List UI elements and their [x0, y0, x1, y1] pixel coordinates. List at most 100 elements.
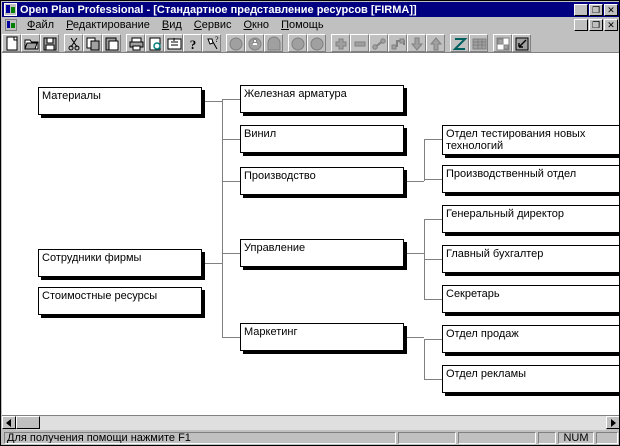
- menu-item-service-rest: ервис: [201, 19, 232, 31]
- cut-scissors-icon[interactable]: [64, 33, 83, 52]
- menu-item-edit[interactable]: Редактирование: [66, 19, 150, 31]
- close-button[interactable]: ✕: [604, 3, 618, 16]
- circle-node-icon[interactable]: [226, 33, 245, 52]
- scrollbar-track[interactable]: [16, 416, 606, 430]
- restore-button[interactable]: ❐: [589, 3, 603, 16]
- help-question-icon[interactable]: ?: [183, 33, 202, 52]
- print-preview-icon[interactable]: [145, 33, 164, 52]
- status-message: Для получения помощи нажмите F1: [4, 432, 396, 444]
- tree-connector: [404, 253, 424, 254]
- diagram-node-label: Стоимостные ресурсы: [42, 290, 158, 302]
- menu-item-view[interactable]: Вид: [161, 19, 182, 31]
- link-icon[interactable]: [369, 33, 388, 52]
- circle-resource-icon[interactable]: [245, 33, 264, 52]
- mdi-close-button[interactable]: ✕: [604, 19, 618, 31]
- window-title: Open Plan Professional - [Стандартное пр…: [20, 3, 417, 16]
- minus-remove-icon[interactable]: [350, 33, 369, 52]
- plus-add-icon[interactable]: [331, 33, 350, 52]
- mdi-minimize-button[interactable]: _: [574, 19, 588, 31]
- scroll-left-arrow-icon[interactable]: [2, 416, 16, 429]
- diagram-node[interactable]: Винил: [240, 125, 404, 153]
- status-pane-2: [458, 432, 536, 444]
- tree-connector: [424, 339, 425, 379]
- new-file-icon[interactable]: [2, 33, 21, 52]
- triangle-left-icon: [6, 419, 11, 427]
- diagram-node[interactable]: Главный бухгалтер: [442, 245, 619, 273]
- tree-connector: [424, 179, 442, 180]
- diagram-node-label: Производство: [244, 170, 316, 182]
- arrow-down-icon[interactable]: [407, 33, 426, 52]
- scrollbar-thumb[interactable]: [16, 416, 40, 429]
- menu-items: Файл Редактирование Вид Сервис Окно Помо…: [21, 18, 574, 32]
- grid-table-icon[interactable]: [469, 33, 488, 52]
- tree-connector: [424, 219, 442, 220]
- diagram-node-label: Секретарь: [446, 288, 500, 300]
- diagram-node[interactable]: Производство: [240, 167, 404, 195]
- menu-item-file-rest: айл: [35, 19, 55, 31]
- menu-item-help-rest: омощь: [288, 19, 324, 31]
- diagram-node-label: Управление: [244, 242, 306, 254]
- diagram-node-label: Главный бухгалтер: [446, 248, 544, 260]
- tree-connector: [222, 337, 240, 338]
- restore-icon: ❐: [591, 20, 601, 30]
- svg-text:?: ?: [215, 36, 219, 44]
- tree-connector: [222, 253, 240, 254]
- diagram-node[interactable]: Железная арматура: [240, 85, 404, 113]
- minimize-button[interactable]: _: [574, 3, 588, 16]
- steps-icon[interactable]: [388, 33, 407, 52]
- tree-connector: [404, 181, 424, 182]
- status-pane-1: [398, 432, 456, 444]
- diagram-node[interactable]: Секретарь: [442, 285, 619, 313]
- menu-item-file[interactable]: Файл: [27, 19, 55, 31]
- save-disk-icon[interactable]: [40, 33, 59, 52]
- diagram-node[interactable]: Производственный отдел: [442, 165, 619, 193]
- tree-connector: [222, 139, 240, 140]
- menu-bar: Файл Редактирование Вид Сервис Окно Помо…: [2, 17, 619, 33]
- layout-icon[interactable]: [493, 33, 512, 52]
- diagram-node[interactable]: Сотрудники фирмы: [38, 249, 202, 277]
- properties-icon[interactable]: [164, 33, 183, 52]
- diagram-node-label: Маркетинг: [244, 326, 298, 338]
- diagram-node[interactable]: Отдел рекламы: [442, 365, 619, 393]
- diagram-node-label: Сотрудники фирмы: [42, 252, 142, 264]
- tree-connector: [222, 181, 223, 337]
- expand-view-icon[interactable]: [512, 33, 531, 52]
- diagram-node[interactable]: Управление: [240, 239, 404, 267]
- status-bar: Для получения помощи нажмите F1 NUM: [2, 431, 619, 445]
- menu-item-window[interactable]: Окно: [243, 19, 270, 31]
- diagram-node[interactable]: Стоимостные ресурсы: [38, 287, 202, 315]
- arrow-up-icon[interactable]: [426, 33, 445, 52]
- toolbar: ??: [2, 33, 619, 53]
- menu-item-service[interactable]: Сервис: [193, 19, 232, 31]
- circle-filled-icon[interactable]: [288, 33, 307, 52]
- diagram-node[interactable]: Маркетинг: [240, 323, 404, 351]
- circle-filled-2-icon[interactable]: [307, 33, 326, 52]
- copy-icon[interactable]: [83, 33, 102, 52]
- diagram-node-label: Отдел тестирования новых технологий: [446, 128, 586, 152]
- diagram-node-label: Материалы: [42, 90, 101, 102]
- diagram-node[interactable]: Генеральный директор: [442, 205, 619, 233]
- paste-icon[interactable]: [102, 33, 121, 52]
- diagram-node[interactable]: Материалы: [38, 87, 202, 115]
- diagram-node[interactable]: Отдел тестирования новых технологий: [442, 125, 619, 155]
- open-folder-icon[interactable]: [21, 33, 40, 52]
- status-pane-3: [538, 432, 556, 444]
- zigzag-icon[interactable]: [450, 33, 469, 52]
- scroll-right-arrow-icon[interactable]: [606, 416, 619, 429]
- menu-item-view-rest: ид: [169, 19, 182, 31]
- title-bar: Open Plan Professional - [Стандартное пр…: [2, 2, 619, 17]
- document-icon[interactable]: [5, 19, 17, 31]
- diagram-node[interactable]: Отдел продаж: [442, 325, 619, 353]
- menu-item-window-rest: кно: [252, 19, 270, 31]
- horizontal-scrollbar[interactable]: [2, 415, 619, 430]
- print-icon[interactable]: [126, 33, 145, 52]
- context-help-icon[interactable]: ?: [202, 33, 221, 52]
- diagram-node-label: Железная арматура: [244, 88, 347, 100]
- tree-connector: [222, 99, 240, 100]
- menu-item-help[interactable]: Помощь: [281, 19, 324, 31]
- mdi-restore-button[interactable]: ❐: [589, 19, 603, 31]
- rounded-node-icon[interactable]: [264, 33, 283, 52]
- tree-connector: [424, 339, 442, 340]
